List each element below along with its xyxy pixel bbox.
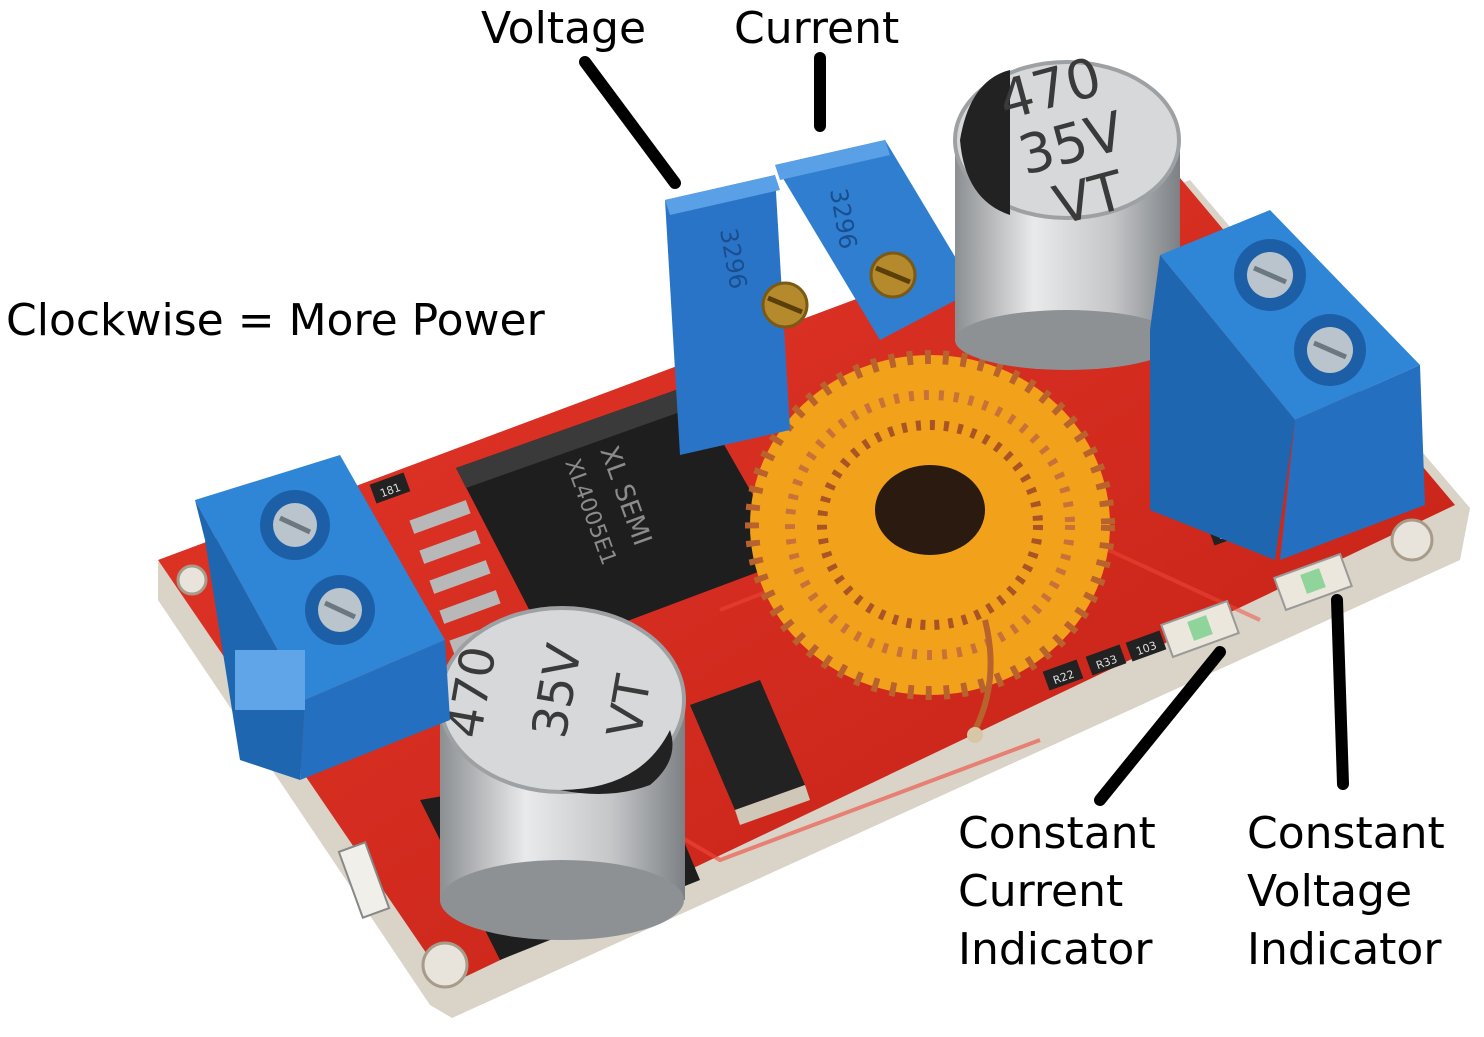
voltage-pointer: [579, 56, 681, 189]
capacitor-bottom: 470 35V VT: [420, 606, 700, 960]
regulator-ic: XL SEMI XL4005E1: [409, 385, 790, 654]
constant-current-led: [1160, 599, 1240, 659]
constant-voltage-pointer: [1331, 594, 1349, 790]
clockwise-label: Clockwise = More Power: [6, 295, 545, 346]
toroid-inductor: [745, 350, 1115, 743]
capacitor-marking: VT: [597, 670, 663, 742]
label-line: Constant: [1247, 808, 1445, 859]
label-line: Current: [958, 866, 1124, 917]
voltage-label: Voltage: [481, 3, 647, 54]
current-trimpot: 3296: [775, 140, 975, 340]
constant-current-indicator-label: Constant Current Indicator: [958, 805, 1156, 979]
mounting-hole: [1390, 518, 1434, 562]
output-terminal-block: [1150, 210, 1425, 560]
mounting-hole: [176, 564, 208, 596]
schottky-diode: [690, 680, 810, 825]
label-line: Voltage: [1247, 866, 1413, 917]
constant-current-pointer: [1094, 646, 1226, 806]
annotation-pointers: [579, 52, 1349, 806]
label-line: Indicator: [1247, 924, 1442, 975]
mounting-hole: [421, 941, 469, 989]
constant-voltage-led: [1273, 552, 1353, 612]
label-line: Indicator: [958, 924, 1153, 975]
constant-voltage-indicator-label: Constant Voltage Indicator: [1247, 805, 1445, 979]
capacitor-top: 470 35V VT: [953, 45, 1181, 370]
label-line: Constant: [958, 808, 1156, 859]
voltage-trimpot: 3296: [665, 175, 809, 455]
input-terminal-block: [195, 455, 450, 780]
current-label: Current: [734, 3, 900, 54]
